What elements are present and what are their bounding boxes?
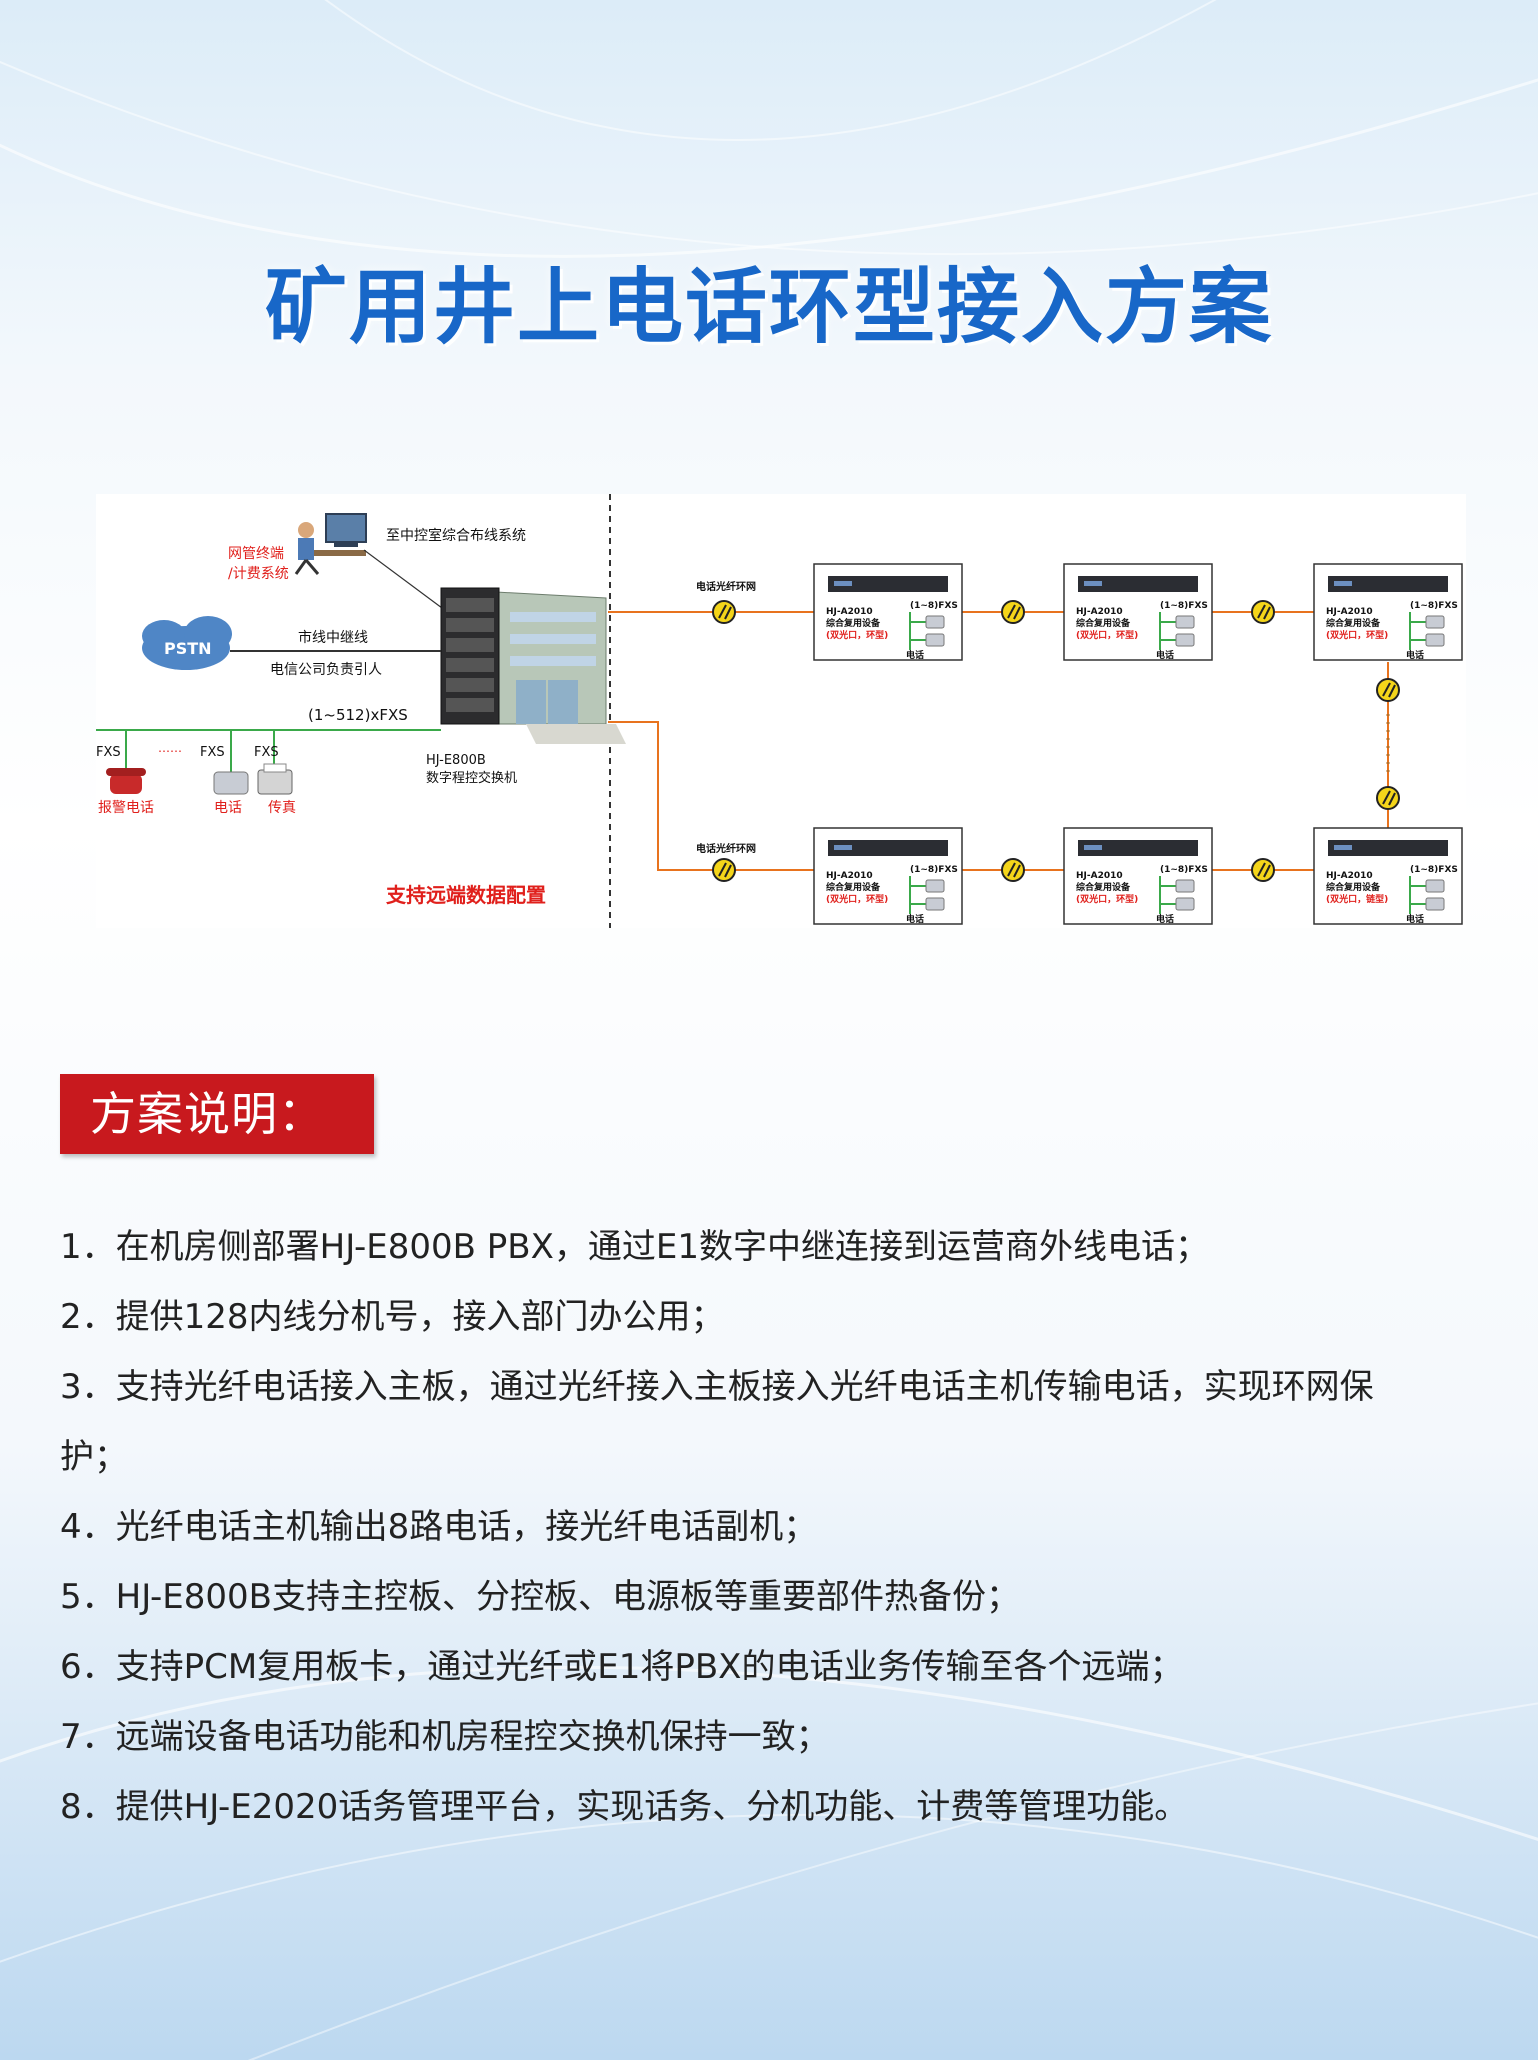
telecom-label: 电信公司负责引人 xyxy=(270,662,382,678)
list-item: 8．提供HJ-E2020话务管理平台，实现话务、分机功能、计费等管理功能。 xyxy=(60,1787,1189,1827)
list-item: 护； xyxy=(60,1437,128,1477)
list-item: 2．提供128内线分机号，接入部门办公用； xyxy=(60,1297,725,1337)
list-item: 6．支持PCM复用板卡，通过光纤或E1将PBX的电话业务传输至各个远端； xyxy=(60,1647,1184,1687)
nms-label-line2: /计费系统 xyxy=(228,566,289,582)
pstn-label: PSTN xyxy=(164,639,212,658)
device-box-bottom-3: HJ-A2010 综合复用设备 (双光口，链型) (1~8)FXS 电话 xyxy=(1313,827,1463,925)
fxs-dots: …… xyxy=(158,741,182,755)
nms-label-line1: 网管终端 xyxy=(228,546,284,562)
fiber-ring-label-top: 电话光纤环网 xyxy=(696,580,756,593)
operator-workstation-icon xyxy=(294,513,367,575)
description-list: 1．在机房侧部署HJ-E800B PBX，通过E1数字中继连接到运营商外线电话；… xyxy=(60,1212,1480,1842)
fxs-label-2: FXS xyxy=(200,745,225,760)
diagram-canvas: 网管终端 /计费系统 至中控室综合布线系统 HJ-E800B 数字程控交换机 xyxy=(96,494,1463,928)
pbx-model-label: HJ-E800B xyxy=(426,753,486,768)
device-port: (双光口，环型) xyxy=(1076,893,1138,905)
device-port: (双光口，环型) xyxy=(1326,629,1388,641)
phone-icon xyxy=(213,771,249,795)
device-model: HJ-A2010 xyxy=(826,607,873,617)
section-label: 方案说明： xyxy=(60,1074,374,1154)
device-phone: 电话 xyxy=(906,649,924,661)
alarm-phone-icon xyxy=(106,768,146,794)
phone-label: 电话 xyxy=(214,800,242,816)
device-port: (双光口，链型) xyxy=(1326,893,1388,905)
fax-icon xyxy=(257,763,293,795)
page-title: 矿用井上电话环型接入方案 xyxy=(264,260,1273,355)
device-model: HJ-A2010 xyxy=(826,871,873,881)
device-phone: 电话 xyxy=(1156,913,1174,925)
fax-label: 传真 xyxy=(268,800,296,816)
device-model: HJ-A2010 xyxy=(1326,871,1373,881)
device-box-bottom-1: HJ-A2010 综合复用设备 (双光口，环型) (1~8)FXS 电话 xyxy=(813,827,963,925)
device-phone: 电话 xyxy=(1406,649,1424,661)
device-fxs: (1~8)FXS xyxy=(910,865,958,875)
device-box-top-2: HJ-A2010 综合复用设备 (双光口，环型) (1~8)FXS 电话 xyxy=(1063,563,1213,661)
device-name: 综合复用设备 xyxy=(1326,881,1381,893)
device-fxs: (1~8)FXS xyxy=(1410,865,1458,875)
device-fxs: (1~8)FXS xyxy=(1160,865,1208,875)
fxs-range-label: (1~512)xFXS xyxy=(308,706,408,724)
fiber-ring-label-bottom: 电话光纤环网 xyxy=(696,842,756,855)
device-name: 综合复用设备 xyxy=(826,881,881,893)
list-item: 3．支持光纤电话接入主板，通过光纤接入主板接入光纤电话主机传输电话，实现环网保 xyxy=(60,1367,1374,1407)
pbx-rack-icon xyxy=(440,587,500,725)
trunk-label: 市线中继线 xyxy=(298,629,368,646)
device-fxs: (1~8)FXS xyxy=(910,601,958,611)
list-item: 1．在机房侧部署HJ-E800B PBX，通过E1数字中继连接到运营商外线电话； xyxy=(60,1227,1210,1267)
pstn-cloud-icon xyxy=(142,616,232,670)
list-item: 4．光纤电话主机输出8路电话，接光纤电话副机； xyxy=(60,1507,818,1547)
device-port: (双光口，环型) xyxy=(1076,629,1138,641)
device-model: HJ-A2010 xyxy=(1076,607,1123,617)
device-fxs: (1~8)FXS xyxy=(1160,601,1208,611)
device-phone: 电话 xyxy=(1156,649,1174,661)
device-box-bottom-2: HJ-A2010 综合复用设备 (双光口，环型) (1~8)FXS 电话 xyxy=(1063,827,1213,925)
device-model: HJ-A2010 xyxy=(1076,871,1123,881)
list-item: 5．HJ-E800B支持主控板、分控板、电源板等重要部件热备份； xyxy=(60,1577,1020,1617)
network-diagram: 网管终端 /计费系统 至中控室综合布线系统 HJ-E800B 数字程控交换机 xyxy=(96,494,1466,928)
device-name: 综合复用设备 xyxy=(1326,617,1381,629)
device-port: (双光口，环型) xyxy=(826,893,888,905)
device-name: 综合复用设备 xyxy=(1076,617,1131,629)
fiber-connector-icons xyxy=(712,600,1400,882)
device-name: 综合复用设备 xyxy=(826,617,881,629)
device-box-top-1: HJ-A2010 综合复用设备 (双光口，环型) (1~8)FXS 电话 xyxy=(813,563,963,661)
device-fxs: (1~8)FXS xyxy=(1410,601,1458,611)
device-port: (双光口，环型) xyxy=(826,629,888,641)
remote-config-label: 支持远端数据配置 xyxy=(386,883,546,907)
fiber-links xyxy=(608,611,1389,871)
fxs-label-1: FXS xyxy=(96,745,121,760)
to-control-label: 至中控室综合布线系统 xyxy=(386,527,526,544)
device-box-top-3: HJ-A2010 综合复用设备 (双光口，环型) (1~8)FXS 电话 xyxy=(1313,563,1463,661)
fxs-label-3: FXS xyxy=(254,745,279,760)
list-item: 7．远端设备电话功能和机房程控交换机保持一致； xyxy=(60,1717,830,1757)
device-phone: 电话 xyxy=(1406,913,1424,925)
device-phone: 电话 xyxy=(906,913,924,925)
device-model: HJ-A2010 xyxy=(1326,607,1373,617)
alarm-phone-label: 报警电话 xyxy=(98,800,154,816)
device-name: 综合复用设备 xyxy=(1076,881,1131,893)
building-icon xyxy=(495,591,626,744)
pbx-name-label: 数字程控交换机 xyxy=(426,770,517,786)
